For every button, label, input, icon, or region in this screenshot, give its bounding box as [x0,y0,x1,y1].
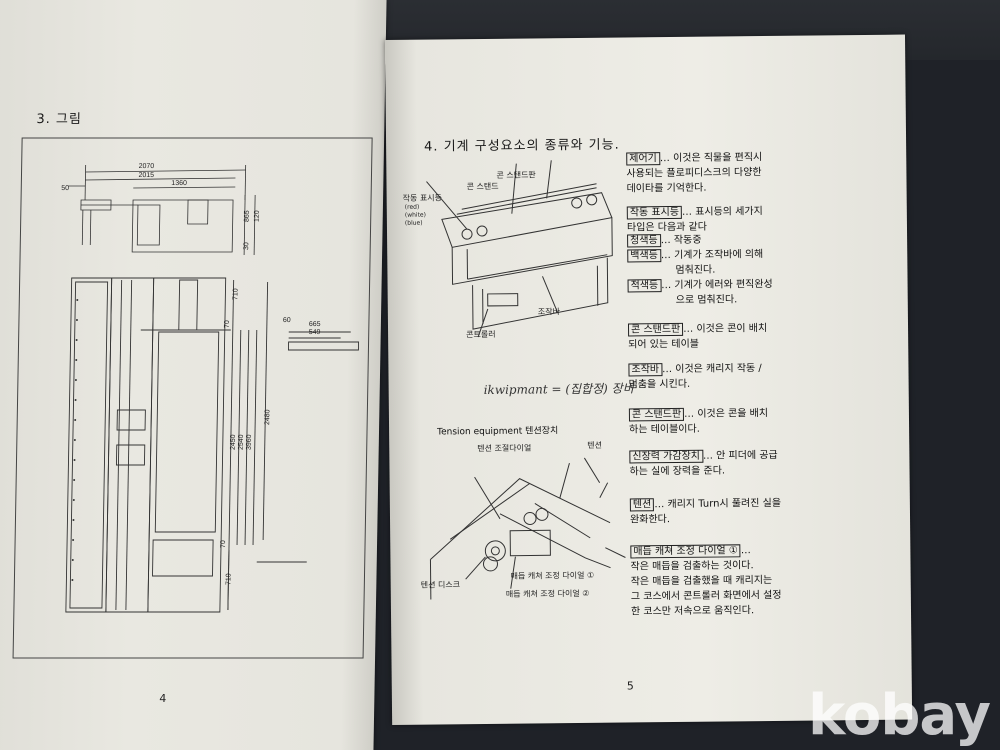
label-tension-dial: 텐션 조절다이얼 [477,443,532,454]
item-knot-catcher: 매듭 캐쳐 조정 다이얼 ①… 작은 매듭을 검출하는 것이다. 작은 매듭을 … [630,543,782,620]
item-line: 되어 있는 테이블 [628,338,700,351]
item-term: 매듭 캐쳐 조정 다이얼 ① [630,544,741,559]
item-white-light: 백색등… 기계가 조작바에 의해 멈춰진다. [627,247,763,278]
item-term: 적색등 [627,279,662,293]
item-line: 타입은 다음과 같다 [626,221,708,234]
item-line: 사용되는 플로피디스크의 다양한 [626,167,762,180]
dim-50: 50 [61,185,69,192]
label-cone-roller: 콘트롤러 [466,329,496,340]
item-line: 작은 매듭을 검출했을 때 캐리지는 [630,574,773,588]
item-line: … 기계가 조작바에 의해 [660,249,764,262]
item-term: 텐션 [629,498,655,512]
label-indicator-colors: (red) (white) (blue) [404,203,426,227]
item-term: 제어기 [626,152,660,166]
item-line: … 표시등의 세가지 [681,206,763,218]
dim-2480: 2480 [264,409,271,425]
item-indicator: 작동 표시등… 표시등의 세가지 타입은 다음과 같다 [626,204,763,235]
label-indicator: 작동 표시등 [402,193,443,203]
machine-dimension-drawing: 2070 2015 1360 50 865 120 30 [12,137,373,659]
item-red-light: 적색등… 기계가 에러와 편직완성 으로 멈춰진다. [627,277,773,309]
item-term: 조작바 [628,363,663,377]
dim-70-bottom: 70 [220,540,227,548]
item-line: … 이것은 직물을 편직시 [659,152,763,165]
item-tensioner: 신장력 가감장치… 안 피더에 공급 하는 실에 장력을 준다. [629,448,778,480]
dim-2450: 2450 [230,434,237,450]
item-line: 한 코스만 저속으로 움직인다. [630,605,755,618]
label-control-bar: 조작바 [537,307,560,317]
dim-120: 120 [254,210,261,222]
item-line: … 기계가 에러와 편직완성 [661,278,773,292]
item-line: … [740,545,751,557]
handwritten-note: ikwipmant = (집합정) 장비 [483,381,634,397]
item-line: 작은 매듭을 검출하는 것이다. [630,560,754,573]
item-term: 작동 표시등 [626,205,683,220]
watermark-logo: kobay [808,683,991,748]
dim-70-top: 70 [224,320,231,328]
item-line: 멈춰진다. [675,264,716,276]
item-blue-light: 청색등… 작동중 [627,233,702,249]
item-line: … 이것은 콘이 배치 [683,323,768,335]
page-number-right: 5 [626,679,634,693]
dim-865: 865 [244,210,251,222]
item-term: 신장력 가감장치 [629,449,704,464]
dim-1360: 1360 [171,180,187,187]
dim-710-bottom: 710 [225,573,232,585]
dim-60: 60 [283,317,291,324]
dim-30: 30 [243,242,250,250]
label-knot-dial-2: 매듭 캐쳐 조정 다이얼 ② [505,588,590,599]
machine-illustration [426,160,613,338]
label-tension-disc: 텐션 디스크 [420,580,461,590]
item-line: 데이타를 기억한다. [626,182,707,195]
item-line: 하는 테이블이다. [629,423,700,436]
item-line: … 안 피더에 공급 [702,449,778,462]
item-term: 백색등 [627,249,661,263]
item-line: 그 코스에서 콘트롤러 화면에서 설정 [630,589,782,603]
item-control-bar: 조작바… 이것은 캐리지 작동 / 멈춤을 시킨다. [628,361,762,392]
label-cone-stand-plate: 콘 스탠드판 [496,170,536,180]
item-line: 완화한다. [629,514,671,526]
item-term: 콘 스탠드판 [627,322,684,337]
label-tension: 텐션 [587,440,603,450]
left-page: 3. 그림 4 2070 2015 1360 50 865 1 [0,0,387,750]
dim-2015: 2015 [138,172,154,179]
item-line: 멈춤을 시킨다. [628,378,691,391]
item-term: 청색등 [627,234,661,248]
dim-665: 665 [309,321,321,328]
item-cone-stand-plate-2: 콘 스탠드판… 이것은 콘을 배치 하는 테이블이다. [628,406,769,437]
item-tension: 텐션… 캐리지 Turn시 풀려진 실을 완화한다. [629,496,782,528]
section-heading: 4. 기계 구성요소의 종류와 기능. [424,137,620,155]
tension-illustration [429,457,626,600]
item-cone-stand-plate: 콘 스탠드판… 이것은 콘이 배치 되어 있는 테이블 [627,321,768,352]
item-line: … 작동중 [660,234,702,247]
label-knot-dial-1: 매듭 캐쳐 조정 다이얼 ① [510,570,595,581]
item-term: 콘 스탠드판 [628,407,685,422]
item-line: … 이것은 캐리지 작동 / [662,363,762,376]
dim-710-top: 710 [232,288,239,300]
dim-2540: 2540 [238,434,245,450]
item-line: … 이것은 콘을 배치 [684,408,769,420]
item-line: … 캐리지 Turn시 풀려진 실을 [654,497,782,511]
label-cone-stand: 콘 스탠드 [466,181,499,192]
dim-2070: 2070 [139,163,155,170]
item-controller: 제어기… 이것은 직물을 편직시 사용되는 플로피디스크의 다양한 데이타를 기… [626,150,762,196]
item-line: 하는 실에 장력을 준다. [629,465,726,478]
item-line: 으로 멈춰진다. [675,294,738,306]
dim-549: 549 [309,329,321,336]
tension-title: Tension equipment 텐션장치 [437,426,559,438]
dim-3960: 3960 [246,434,253,450]
right-page: 4. 기계 구성요소의 종류와 기능. 콘 스탠드판 콘 스탠드 작동 표시등 … [385,34,913,725]
